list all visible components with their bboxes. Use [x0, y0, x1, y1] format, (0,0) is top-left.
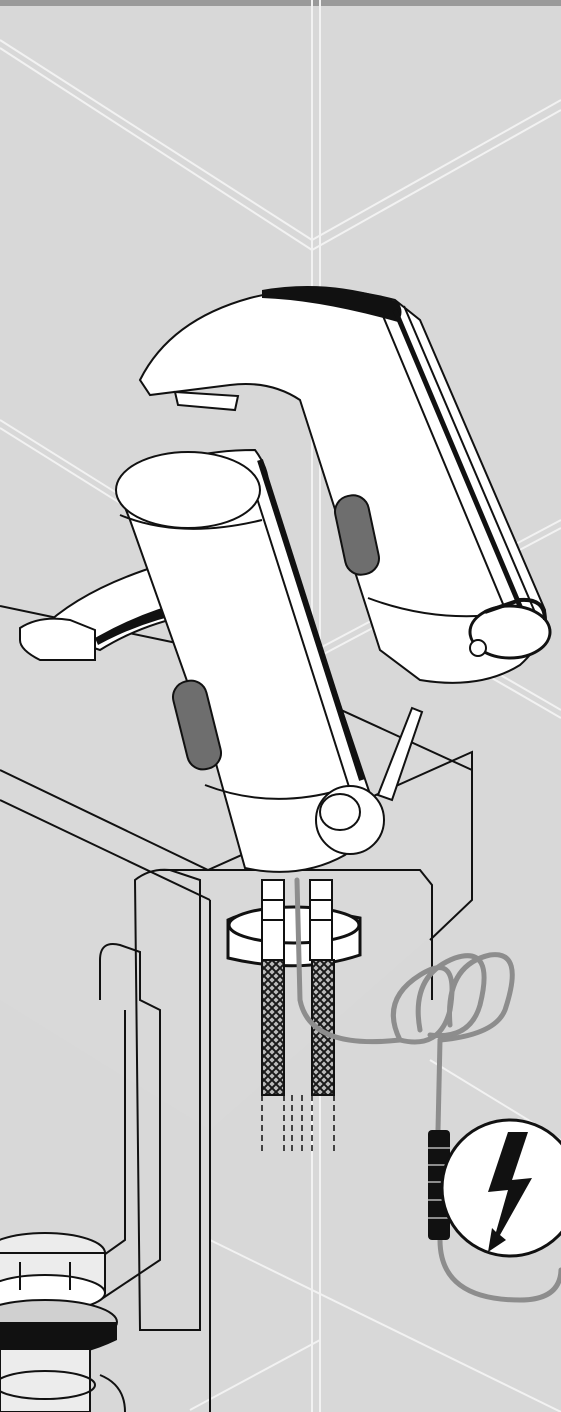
- pop-up-drain: [0, 1232, 126, 1412]
- front-sensor-faucet: [19, 448, 424, 873]
- rear-sensor-faucet: [138, 286, 552, 684]
- coiled-sensor-cable: [294, 877, 561, 1303]
- electric-warning-symbol: [440, 1118, 561, 1258]
- top-band: [0, 0, 561, 6]
- countertop: [0, 605, 473, 1412]
- lightning-bolt-icon: [488, 1132, 532, 1252]
- braided-hoses: [261, 959, 335, 1152]
